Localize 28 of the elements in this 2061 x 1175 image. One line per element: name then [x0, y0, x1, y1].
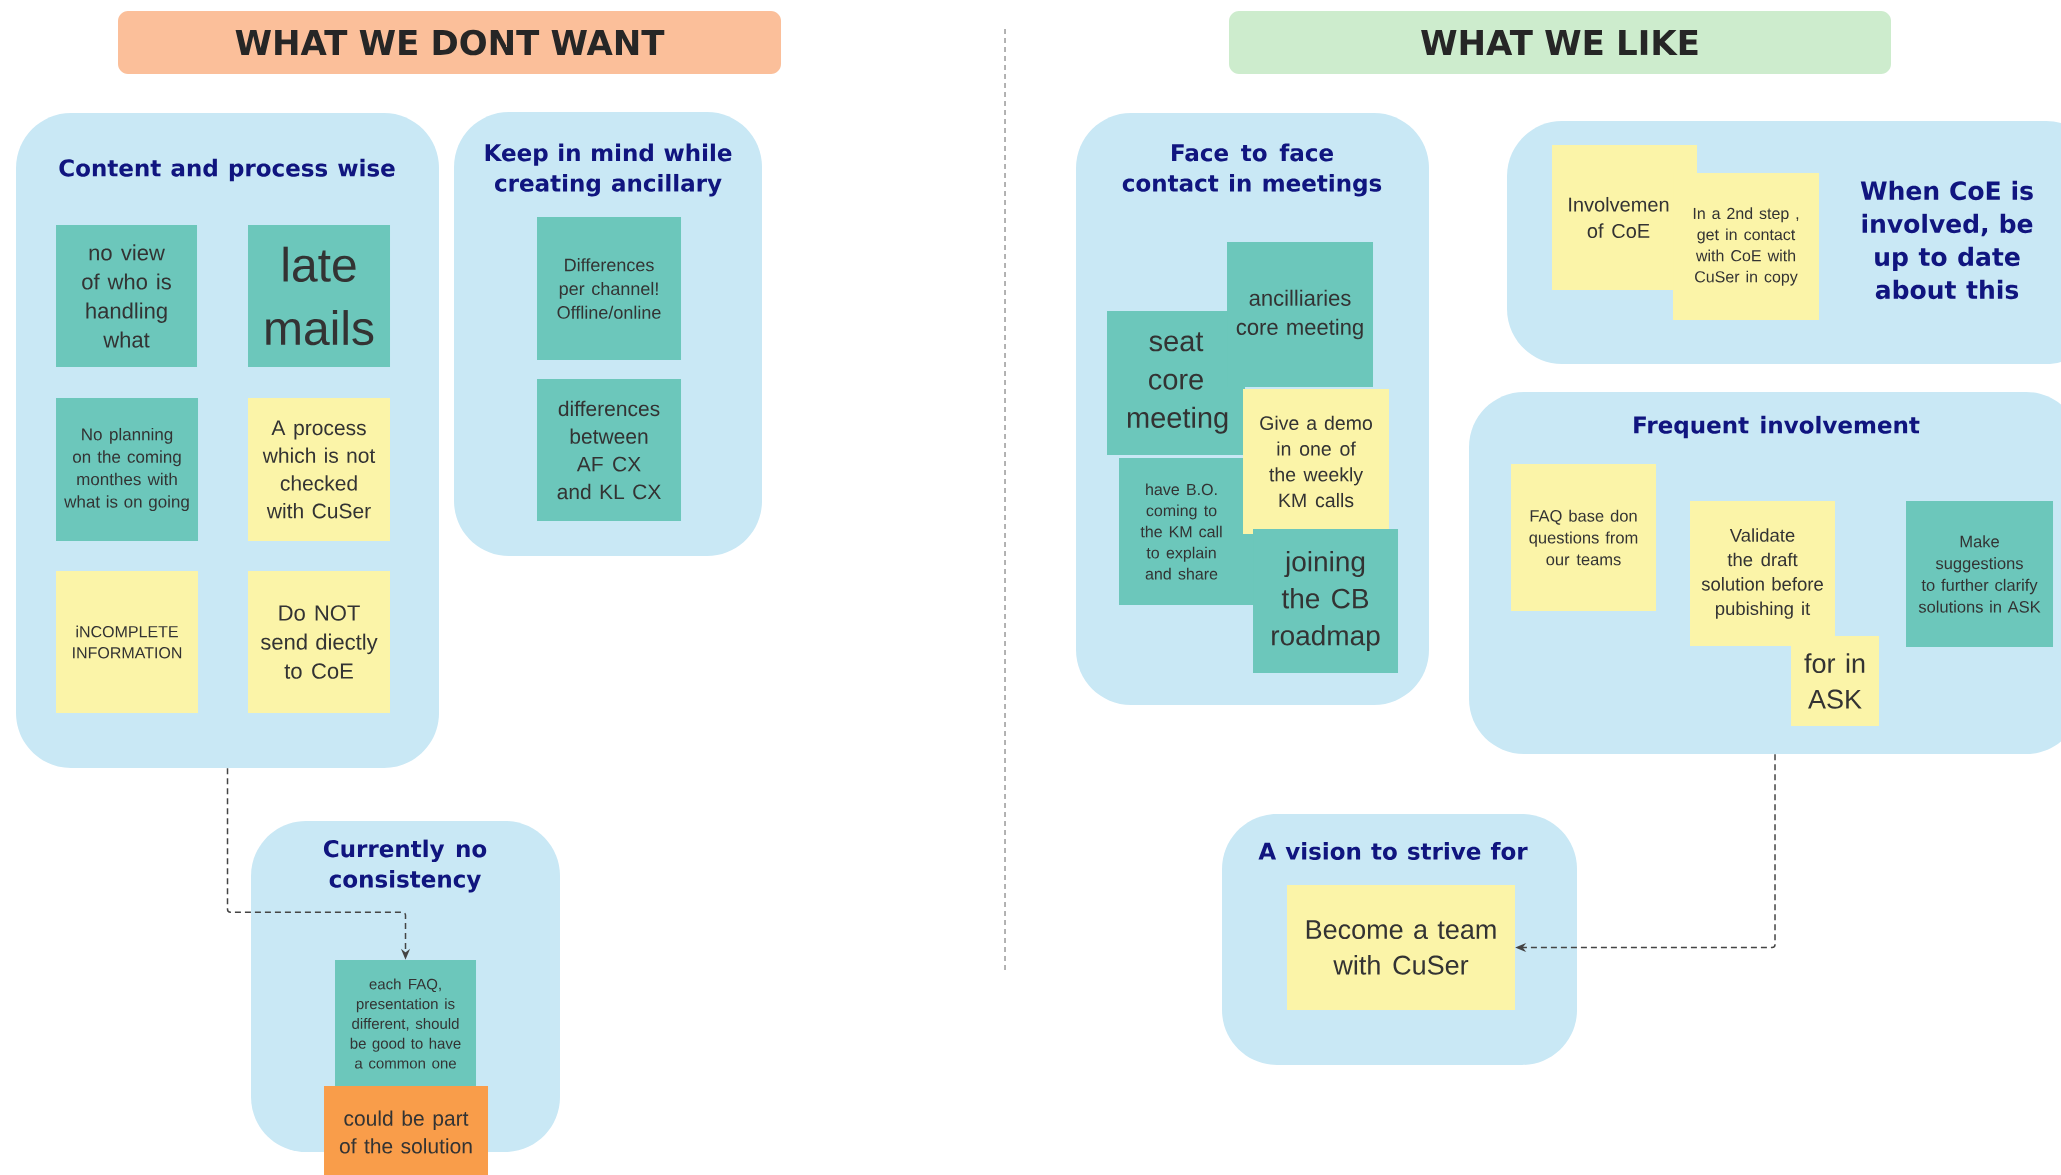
sticky-note: Differences per channel! Offline/online [537, 217, 681, 360]
panel-heading: Currently no consistency [323, 839, 487, 893]
panel-heading: Content and process wise [59, 158, 395, 182]
sticky-note: for in ASK [1791, 636, 1879, 726]
header-band: WHAT WE DONT WANT [118, 11, 781, 74]
sticky-note: Become a team with CuSer [1287, 885, 1515, 1010]
sticky-note: No planning on the coming monthes with what is on going [56, 398, 198, 541]
sticky-note: FAQ base don questions from our teams [1511, 464, 1656, 611]
sticky-note: late mails [248, 225, 390, 367]
panel-heading: Keep in mind while creating ancillary [485, 143, 732, 197]
panel-heading: When CoE is involved, be up to date about this [1860, 180, 2033, 300]
sticky-note: differences between AF CX and KL CX [537, 379, 681, 521]
sticky-note: ancilliaries core meeting [1227, 242, 1373, 387]
panel-heading: Frequent involvement [1634, 415, 1920, 439]
sticky-note: Do NOT send diectly to CoE [248, 571, 390, 713]
sticky-note: no view of who is handling what [56, 225, 197, 367]
sticky-note: could be part of the solution [324, 1086, 488, 1175]
panel-heading: Face to face contact in meetings [1122, 143, 1382, 197]
sticky-note: A process which is not checked with CuSer [248, 398, 390, 541]
sticky-note: Give a demo in one of the weekly KM calls [1243, 389, 1389, 534]
header-band: WHAT WE LIKE [1229, 11, 1891, 74]
sticky-note: joining the CB roadmap [1253, 529, 1398, 673]
panel-heading: A vision to strive for [1258, 842, 1528, 860]
sticky-note: each FAQ, presentation is different, should be good to have a common one [335, 960, 476, 1087]
sticky-note: Validate the draft solution before pubishing it [1690, 501, 1835, 646]
sticky-note: In a 2nd step , get in contact with CoE with CuSer in copy [1673, 173, 1819, 320]
sticky-note: iNCOMPLETE INFORMATION [56, 571, 198, 713]
sticky-note: Make suggestions to further clarify solutions in ASK [1906, 501, 2053, 647]
